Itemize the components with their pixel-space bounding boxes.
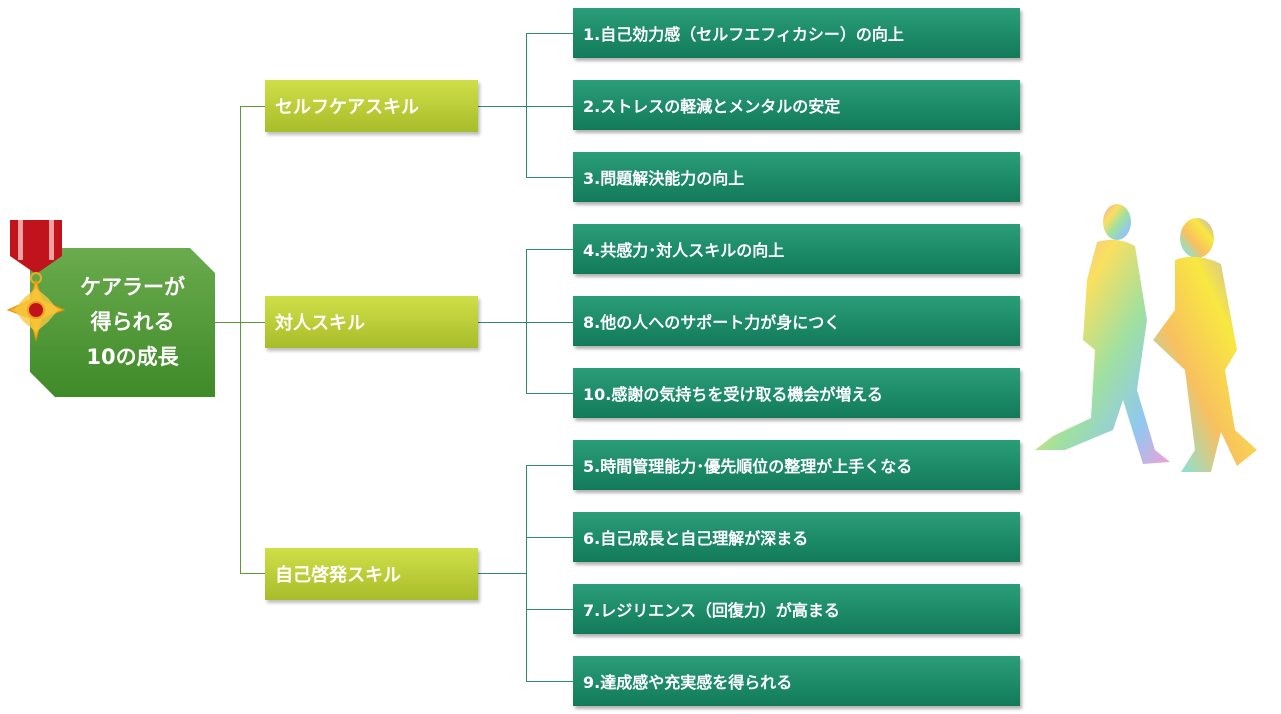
growth-item: 10.感謝の気持ちを受け取る機会が増える <box>573 368 1020 418</box>
category-label: セルフケアスキル <box>275 97 419 118</box>
growth-item: 6.自己成長と自己理解が深まる <box>573 512 1020 562</box>
growth-item-label: 6.自己成長と自己理解が深まる <box>583 529 809 548</box>
growth-item-label: 1.自己効力感（セルフエフィカシー）の向上 <box>583 25 904 44</box>
growth-item: 7.レジリエンス（回復力）が高まる <box>573 584 1020 634</box>
growth-item-label: 3.問題解決能力の向上 <box>583 169 745 188</box>
root-line: 得られる <box>90 310 175 334</box>
growth-item-label: 7.レジリエンス（回復力）が高まる <box>583 601 840 620</box>
connector <box>526 249 527 393</box>
growth-item: 8.他の人へのサポート力が身につく <box>573 296 1020 346</box>
connector <box>526 33 573 34</box>
root-line: ケアラーが <box>80 275 185 299</box>
root-node: ケアラーが 得られる 10の成長 <box>30 248 215 397</box>
category-interpersonal: 対人スキル <box>265 296 478 348</box>
connector <box>526 537 573 538</box>
connector <box>526 33 527 177</box>
connector <box>526 393 573 394</box>
growth-item-label: 2.ストレスの軽減とメンタルの安定 <box>583 97 841 116</box>
growth-item: 2.ストレスの軽減とメンタルの安定 <box>573 80 1020 130</box>
connector <box>526 609 573 610</box>
connector <box>240 573 265 574</box>
category-label: 対人スキル <box>275 313 365 334</box>
connector <box>240 106 265 107</box>
connector <box>526 681 573 682</box>
growth-item-label: 4.共感力･対人スキルの向上 <box>583 241 785 260</box>
growth-item: 1.自己効力感（セルフエフィカシー）の向上 <box>573 8 1020 58</box>
connector <box>526 465 573 466</box>
connector <box>526 177 573 178</box>
category-self-development: 自己啓発スキル <box>265 548 478 600</box>
growth-item-label: 10.感謝の気持ちを受け取る機会が増える <box>583 385 883 404</box>
connector <box>526 249 573 250</box>
category-label: 自己啓発スキル <box>275 565 401 586</box>
walking-people-illustration <box>1035 204 1257 472</box>
medal-icon <box>6 220 66 342</box>
connector <box>240 106 241 574</box>
category-selfcare: セルフケアスキル <box>265 80 478 132</box>
root-line: 10の成長 <box>86 345 179 369</box>
connector <box>526 465 527 681</box>
growth-item-label: 8.他の人へのサポート力が身につく <box>583 313 841 332</box>
connector <box>478 322 573 323</box>
growth-item-label: 9.達成感や充実感を得られる <box>583 673 793 692</box>
growth-item: 4.共感力･対人スキルの向上 <box>573 224 1020 274</box>
growth-item: 9.達成感や充実感を得られる <box>573 656 1020 706</box>
growth-item: 5.時間管理能力･優先順位の整理が上手くなる <box>573 440 1020 490</box>
connector <box>478 573 526 574</box>
growth-item-label: 5.時間管理能力･優先順位の整理が上手くなる <box>583 457 913 476</box>
connector <box>478 106 573 107</box>
growth-item: 3.問題解決能力の向上 <box>573 152 1020 202</box>
